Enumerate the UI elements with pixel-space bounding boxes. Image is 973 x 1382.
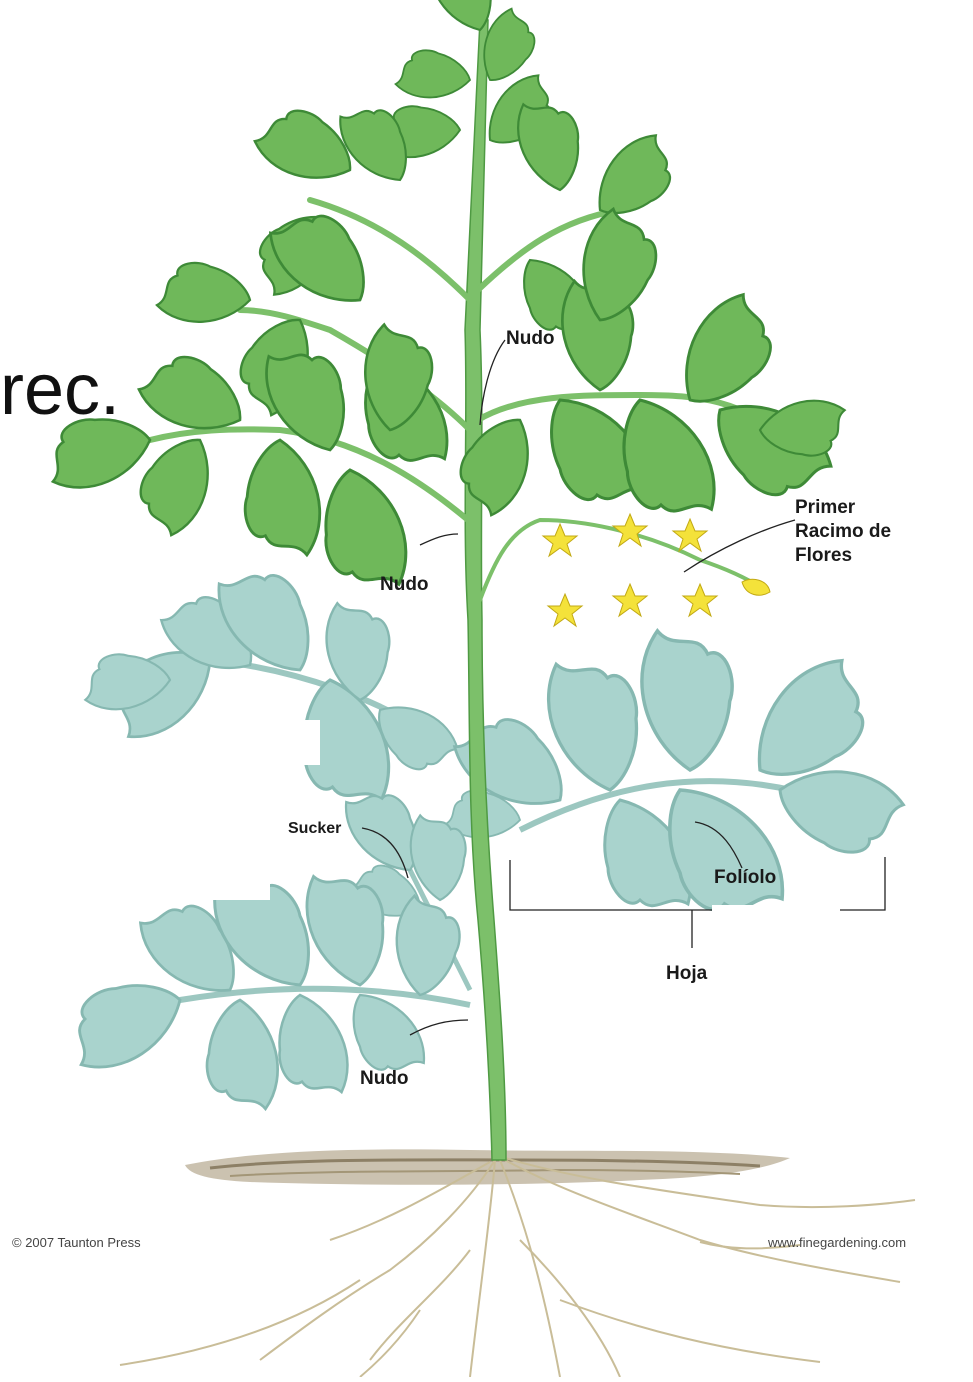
label-nudo-mid: Nudo xyxy=(380,574,429,596)
copyright-text: © 2007 Taunton Press xyxy=(12,1235,141,1250)
soil xyxy=(185,1149,790,1184)
website-text: www.finegardening.com xyxy=(768,1235,906,1250)
slide-text: rec. xyxy=(0,350,120,430)
label-sucker: Sucker xyxy=(288,818,341,840)
label-nudo-top: Nudo xyxy=(506,328,555,350)
label-foliolo: Folíolo xyxy=(714,867,776,889)
flower-cluster xyxy=(543,514,770,626)
label-primer-line1: Primer xyxy=(795,497,855,519)
label-nudo-bottom: Nudo xyxy=(360,1068,409,1090)
label-hoja: Hoja xyxy=(666,963,707,985)
roots xyxy=(120,1158,915,1377)
label-primer-line3: Flores xyxy=(795,545,852,567)
upper-leaves xyxy=(51,0,846,586)
label-primer-line2: Racimo de xyxy=(795,521,891,543)
